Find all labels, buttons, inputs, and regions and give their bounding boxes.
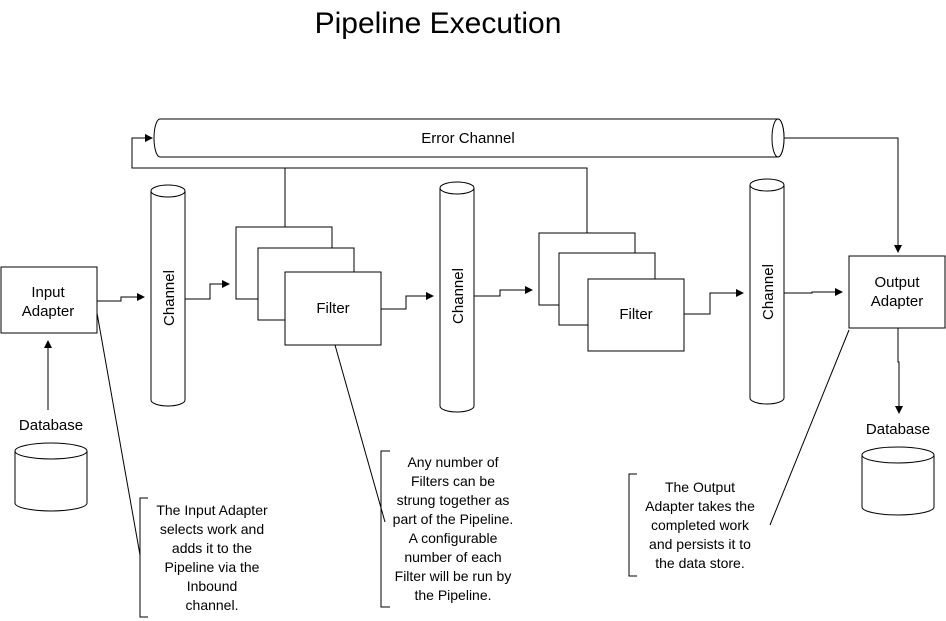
note-input: The Input Adapter selects work and adds … bbox=[156, 502, 268, 613]
note-filters-line-7: Filter will be run by bbox=[395, 568, 512, 584]
note-input-line-6: channel. bbox=[186, 597, 239, 613]
output-adapter-box bbox=[848, 255, 946, 329]
note-output-line-4: and persists it to bbox=[649, 536, 751, 552]
note-input-line-1: The Input Adapter bbox=[156, 502, 268, 518]
note-filters-line-6: number of each bbox=[404, 549, 501, 565]
database-output-label: Database bbox=[866, 421, 930, 438]
filter-stack-1 bbox=[235, 226, 382, 346]
note-input-line-2: selects work and bbox=[160, 521, 264, 537]
database-input-label: Database bbox=[19, 417, 83, 434]
note-input-line-3: adds it to the bbox=[172, 540, 252, 556]
note-input-line-5: Inbound bbox=[187, 578, 238, 594]
note-filters-line-4: part of the Pipeline. bbox=[393, 511, 514, 527]
input-adapter-label-1: Input bbox=[31, 284, 65, 301]
note-output-line-3: completed work bbox=[651, 517, 750, 533]
input-adapter-box bbox=[0, 266, 98, 334]
note-output-line-5: the data store. bbox=[655, 555, 745, 571]
note-output-line-2: Adapter takes the bbox=[645, 498, 755, 514]
note-input-line-4: Pipeline via the bbox=[165, 559, 260, 575]
note-filters: Any number of Filters can be strung toge… bbox=[393, 454, 514, 603]
channel-1 bbox=[150, 184, 186, 407]
error-connectors bbox=[131, 134, 902, 253]
filter-stack-2 bbox=[538, 232, 685, 352]
channel-2 bbox=[439, 181, 475, 413]
note-filters-line-8: the Pipeline. bbox=[414, 587, 491, 603]
note-filters-line-2: Filters can be bbox=[411, 473, 495, 489]
output-adapter-label-2: Adapter bbox=[871, 293, 924, 310]
note-filters-line-5: A configurable bbox=[409, 530, 498, 546]
diagram-title: Pipeline Execution bbox=[315, 7, 562, 40]
output-adapter-label-1: Output bbox=[874, 274, 920, 291]
note-filters-line-1: Any number of bbox=[407, 454, 498, 470]
input-adapter-label-2: Adapter bbox=[22, 303, 75, 320]
note-filters-line-3: strung together as bbox=[397, 492, 510, 508]
database-input bbox=[14, 442, 88, 512]
channel-2-label: Channel bbox=[450, 268, 467, 324]
note-output-line-1: The Output bbox=[665, 479, 735, 495]
note-output: The Output Adapter takes the completed w… bbox=[645, 479, 755, 571]
channel-3 bbox=[749, 178, 785, 405]
error-channel bbox=[153, 118, 785, 158]
channel-1-label: Channel bbox=[161, 270, 178, 326]
flow-connectors bbox=[44, 280, 903, 414]
annotation-leaders bbox=[96, 312, 850, 618]
filter-1-label: Filter bbox=[316, 300, 349, 317]
error-channel-label: Error Channel bbox=[421, 130, 514, 147]
filter-2-label: Filter bbox=[619, 306, 652, 323]
database-output bbox=[861, 446, 935, 516]
channel-3-label: Channel bbox=[760, 264, 777, 320]
